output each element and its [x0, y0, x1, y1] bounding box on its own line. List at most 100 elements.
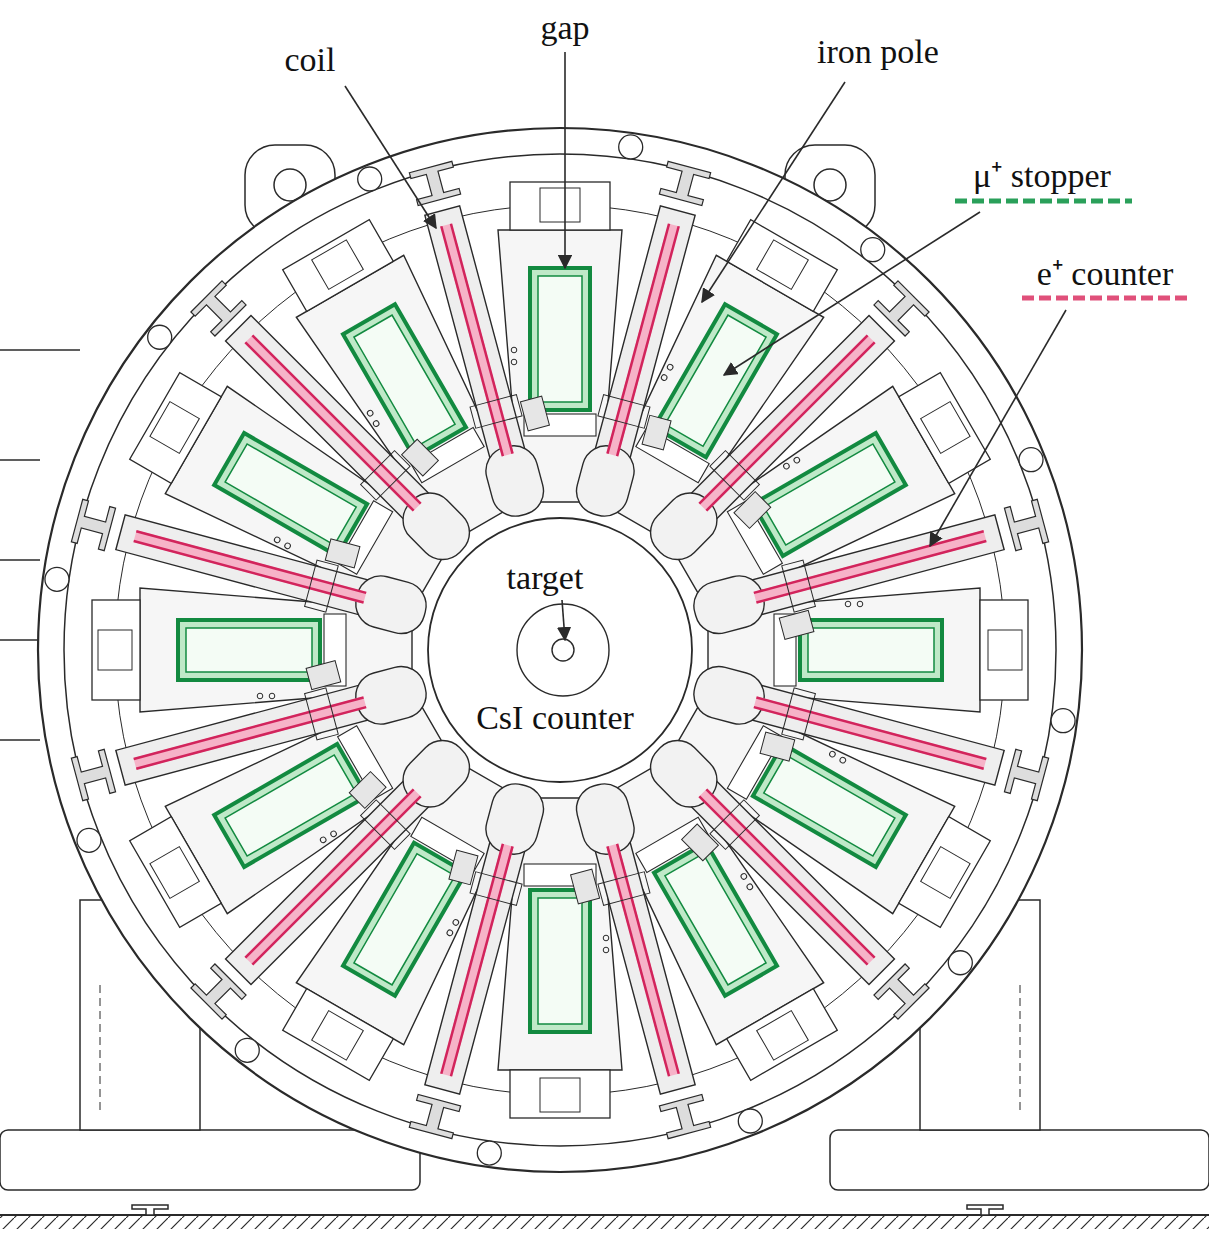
bolt-hole — [45, 567, 69, 591]
photomultiplier — [682, 824, 719, 861]
counter-edge — [441, 226, 503, 456]
gap-label: gap — [540, 9, 589, 46]
coil — [425, 206, 530, 476]
clamp — [782, 688, 816, 740]
yoke-window — [540, 188, 580, 222]
yoke-window — [757, 1011, 809, 1060]
clamp — [710, 451, 759, 500]
base-slab — [0, 1130, 420, 1190]
csi-label: CsI counter — [476, 699, 634, 736]
bolt-hole — [738, 1109, 762, 1133]
clamp — [305, 560, 339, 612]
bolt-hole — [148, 325, 172, 349]
stopper-core — [354, 315, 455, 446]
hidden-line — [1020, 985, 1021, 1110]
counter-edge — [607, 846, 669, 1076]
i-beam-clamp — [874, 281, 929, 336]
coil-end — [571, 779, 639, 860]
coil-sector — [550, 779, 715, 1146]
coil-end — [481, 779, 549, 860]
clamp — [470, 395, 522, 429]
clamp — [361, 451, 410, 500]
pole-dot — [746, 883, 754, 891]
coil-sector — [689, 495, 1056, 660]
clamp — [710, 800, 759, 849]
bolt-hole — [477, 1141, 501, 1165]
i-beam-clamp — [1004, 499, 1048, 550]
pole-dot — [319, 836, 327, 844]
i-beam-clamp — [409, 1094, 460, 1138]
coil-end — [689, 571, 770, 639]
clamp — [305, 688, 339, 740]
stopper-core — [538, 898, 582, 1024]
counter-edge — [699, 335, 867, 503]
coil — [425, 824, 530, 1094]
yoke-window — [921, 847, 970, 899]
clamp — [598, 395, 650, 429]
counter-edge — [756, 541, 986, 603]
counter-edge — [699, 796, 867, 964]
pole-dot — [829, 750, 837, 758]
coil — [226, 768, 442, 984]
counter-edge — [136, 531, 366, 593]
bolt-hole — [1019, 448, 1043, 472]
bolt-hole — [77, 828, 101, 852]
coil-sector — [65, 640, 432, 805]
coil-sector — [625, 731, 932, 1038]
pole-dot — [793, 456, 801, 464]
counter-edge — [754, 707, 984, 769]
photomultiplier — [571, 869, 600, 904]
yoke-block — [92, 600, 140, 700]
bolt-hole — [358, 167, 382, 191]
yoke-block — [283, 989, 394, 1081]
mu-stopper — [800, 620, 942, 680]
stopper-core — [808, 628, 934, 672]
pole-dot — [660, 374, 668, 382]
coil-label: coil — [285, 41, 336, 78]
mu-stopper — [530, 268, 590, 410]
coil — [734, 515, 1004, 620]
legend-underline — [955, 199, 1132, 204]
pole-dot — [452, 919, 460, 927]
illustration — [0, 52, 1209, 1229]
photomultiplier — [349, 772, 386, 809]
pole-dot — [330, 830, 338, 838]
stopper-core — [764, 755, 895, 856]
pole-dot — [783, 462, 791, 470]
floor-line — [0, 1214, 1209, 1216]
yoke-block — [899, 817, 991, 928]
counter-edge — [441, 844, 503, 1074]
counter-edge — [245, 789, 413, 957]
counter-edge — [617, 226, 679, 456]
clamp — [598, 872, 650, 906]
pole-dot — [273, 536, 281, 544]
stopper-core — [186, 628, 312, 672]
photomultiplier — [760, 732, 795, 761]
yoke-window — [150, 402, 199, 454]
yoke-window — [312, 1011, 364, 1060]
yoke-window — [540, 1078, 580, 1112]
yoke-window — [312, 240, 364, 289]
clamp — [782, 560, 816, 612]
coil-end — [481, 440, 549, 521]
coil — [678, 316, 894, 532]
photomultiplier — [325, 539, 360, 568]
pole-dot — [666, 363, 674, 371]
stopper-core — [225, 755, 356, 856]
frame-line — [0, 559, 40, 561]
coil-end — [350, 661, 431, 729]
coil-sector — [173, 715, 480, 1022]
floor-hatch — [0, 1215, 1209, 1229]
yoke-block — [510, 182, 610, 230]
coil — [678, 768, 894, 984]
pole-dot — [603, 947, 609, 953]
yoke-window — [150, 847, 199, 899]
coil-sector — [571, 160, 736, 527]
coil — [590, 824, 695, 1094]
counter-edge — [245, 342, 413, 510]
yoke-block — [980, 600, 1028, 700]
hidden-line — [100, 985, 101, 1110]
e-counter — [699, 789, 876, 966]
frame-line — [0, 349, 80, 351]
